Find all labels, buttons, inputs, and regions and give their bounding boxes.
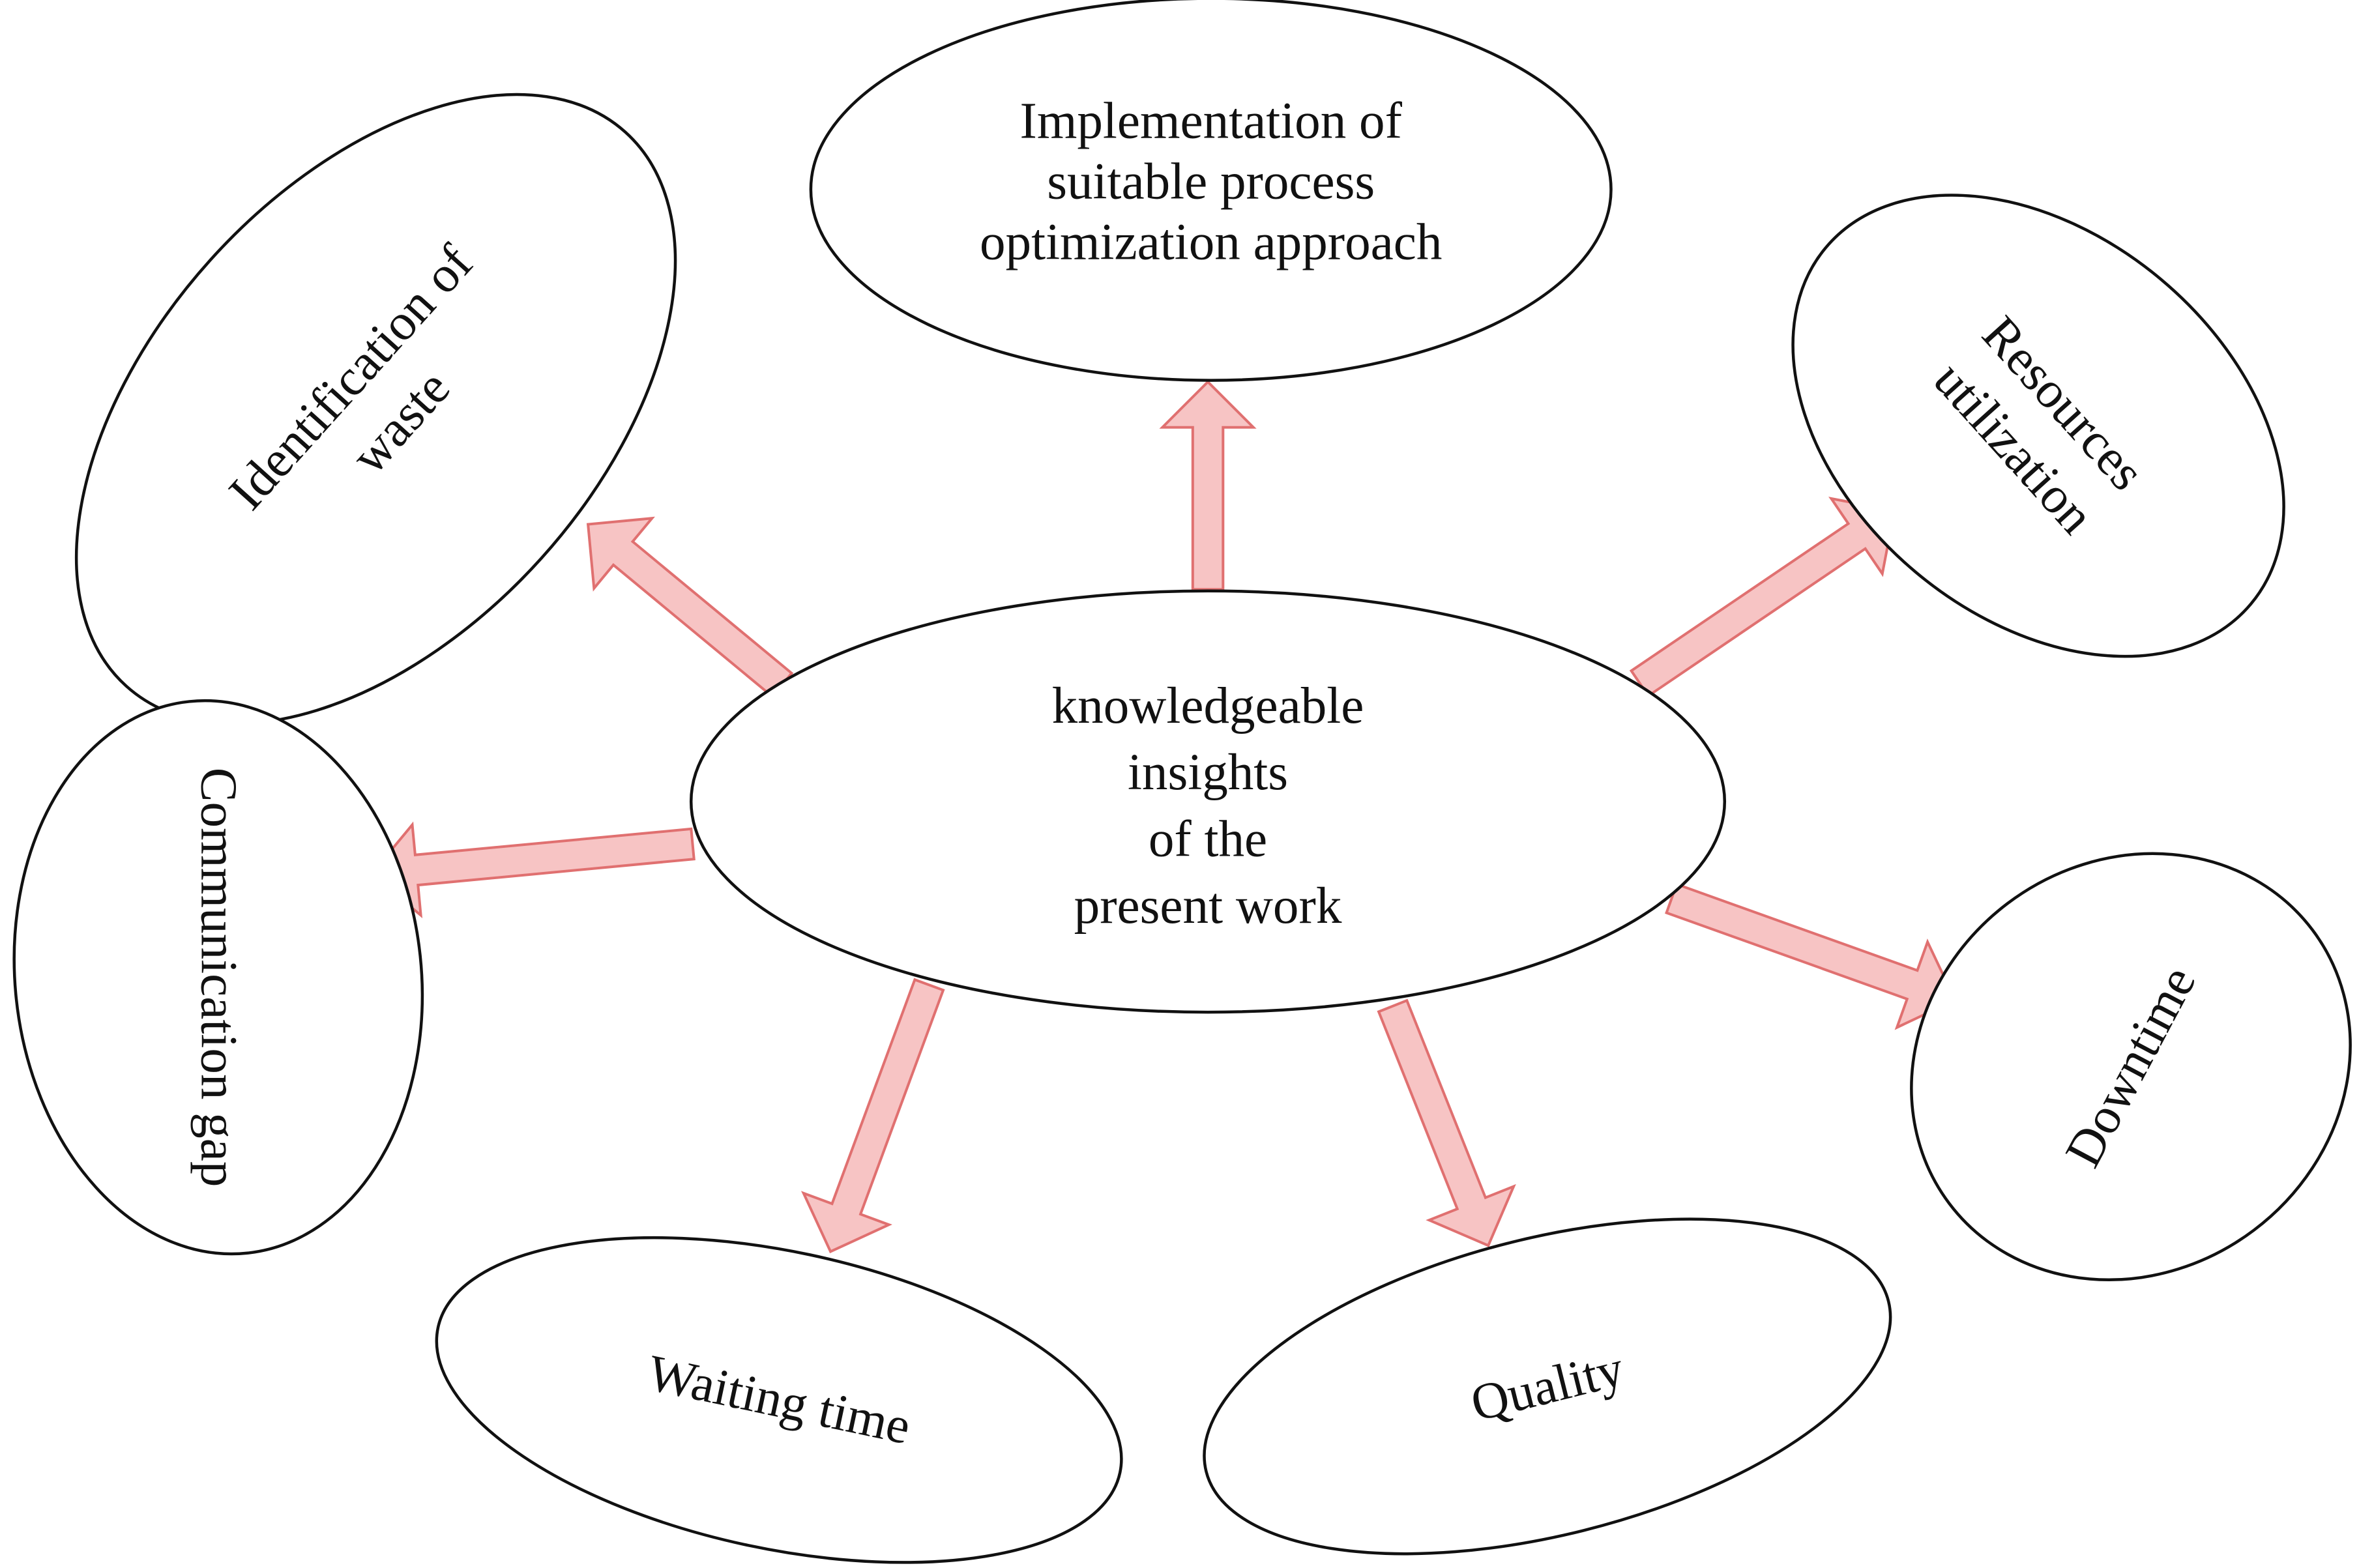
arrow-to-downtime bbox=[1665, 882, 1957, 1030]
arrows-layer bbox=[369, 380, 1957, 1254]
arrow-to-communication-gap bbox=[369, 821, 696, 919]
arrow-to-quality bbox=[1377, 998, 1516, 1247]
arrow-to-resources-utilization bbox=[1629, 497, 1896, 698]
node-center-line-1: knowledgeable bbox=[1052, 678, 1364, 734]
arrow-to-implementation bbox=[1159, 380, 1257, 591]
node-quality: Quality bbox=[1203, 1217, 1892, 1556]
node-implementation-line-3: optimization approach bbox=[980, 214, 1442, 271]
node-identification-of-waste-ellipse bbox=[74, 93, 677, 725]
node-communication-gap-ellipse bbox=[12, 699, 424, 1256]
node-center-line-3: of the bbox=[1149, 811, 1267, 868]
node-communication-gap: Communication gap bbox=[12, 699, 424, 1256]
node-center-line-4: present work bbox=[1074, 878, 1342, 935]
node-center-label: knowledgeable insights of the present work bbox=[1052, 678, 1364, 935]
node-downtime-ellipse bbox=[1910, 852, 2352, 1282]
node-center: knowledgeable insights of the present work bbox=[689, 589, 1727, 1014]
node-center-ellipse bbox=[689, 589, 1727, 1014]
node-center-line-2: insights bbox=[1128, 744, 1288, 801]
node-waiting-time: Waiting time bbox=[435, 1236, 1123, 1564]
node-implementation-line-1: Implementation of bbox=[1019, 93, 1402, 150]
node-quality-ellipse bbox=[1203, 1217, 1892, 1556]
node-implementation-line-2: suitable process bbox=[1047, 154, 1375, 211]
arrow-to-waiting-time bbox=[800, 978, 945, 1254]
node-implementation-ellipse bbox=[809, 0, 1613, 382]
arrow-to-identification-of-waste bbox=[586, 516, 794, 699]
node-waiting-time-ellipse bbox=[435, 1236, 1123, 1564]
node-communication-gap-label: Communication gap bbox=[190, 768, 246, 1187]
node-resources-utilization-ellipse bbox=[1791, 194, 2285, 658]
node-downtime: Downtime bbox=[1910, 852, 2352, 1282]
node-communication-gap-line-1: Communication gap bbox=[190, 768, 246, 1187]
